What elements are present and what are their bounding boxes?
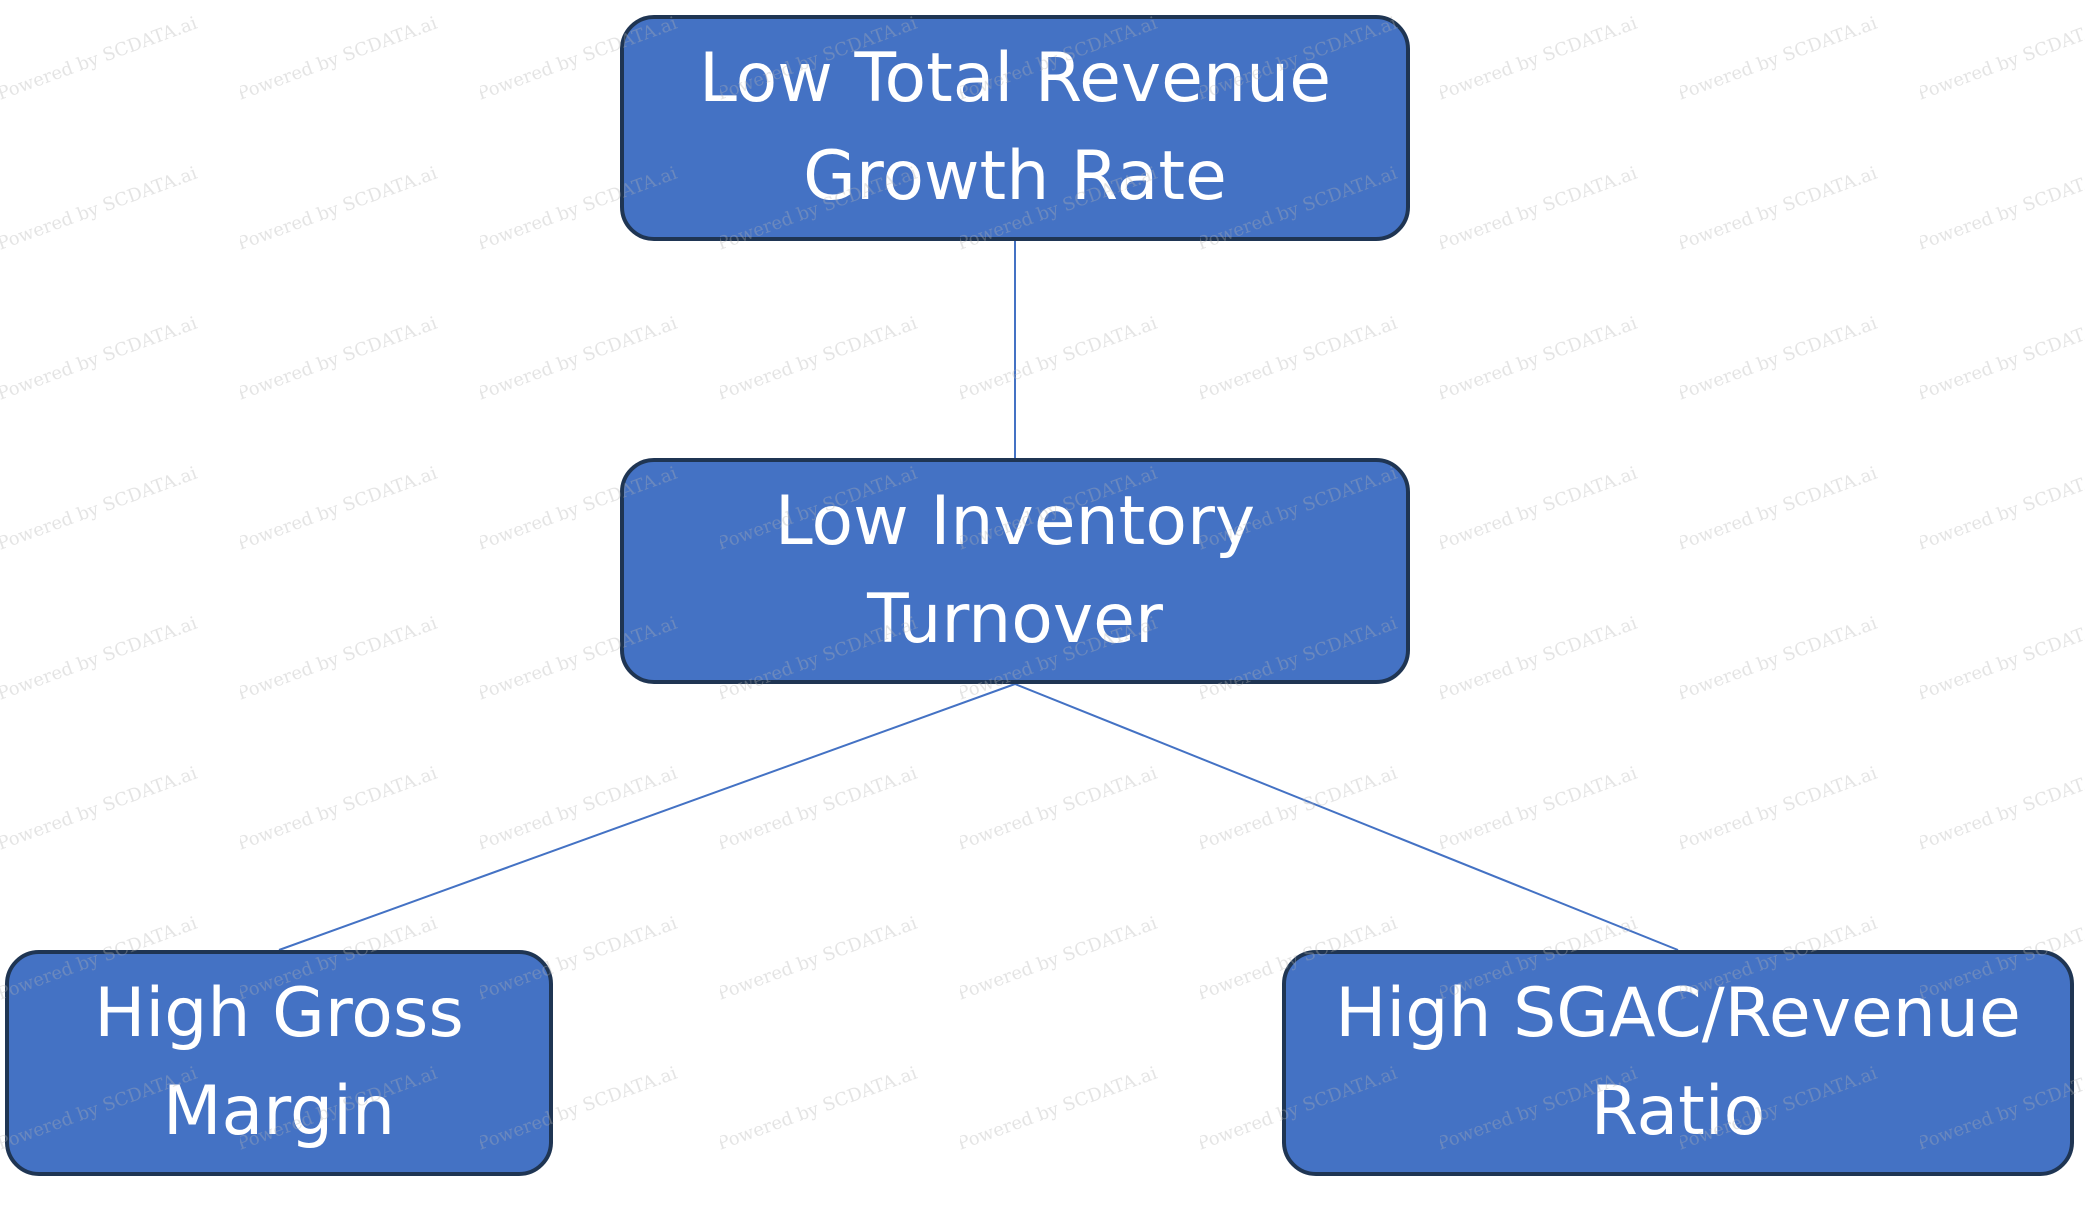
node-label-left: High Gross Margin (94, 974, 464, 1151)
connector-middle-to-right (1014, 683, 1679, 951)
node-label-top: Low Total Revenue Growth Rate (698, 39, 1332, 216)
connector-middle-to-left (278, 683, 1016, 951)
node-low-inventory-turnover: Low Inventory Turnover (620, 458, 1410, 684)
node-high-gross-margin: High Gross Margin (5, 950, 553, 1176)
node-label-middle: Low Inventory Turnover (774, 482, 1256, 659)
node-high-sgac-revenue-ratio: High SGAC/Revenue Ratio (1282, 950, 2074, 1176)
node-label-right: High SGAC/Revenue Ratio (1335, 974, 2021, 1151)
node-low-total-revenue-growth-rate: Low Total Revenue Growth Rate (620, 15, 1410, 241)
